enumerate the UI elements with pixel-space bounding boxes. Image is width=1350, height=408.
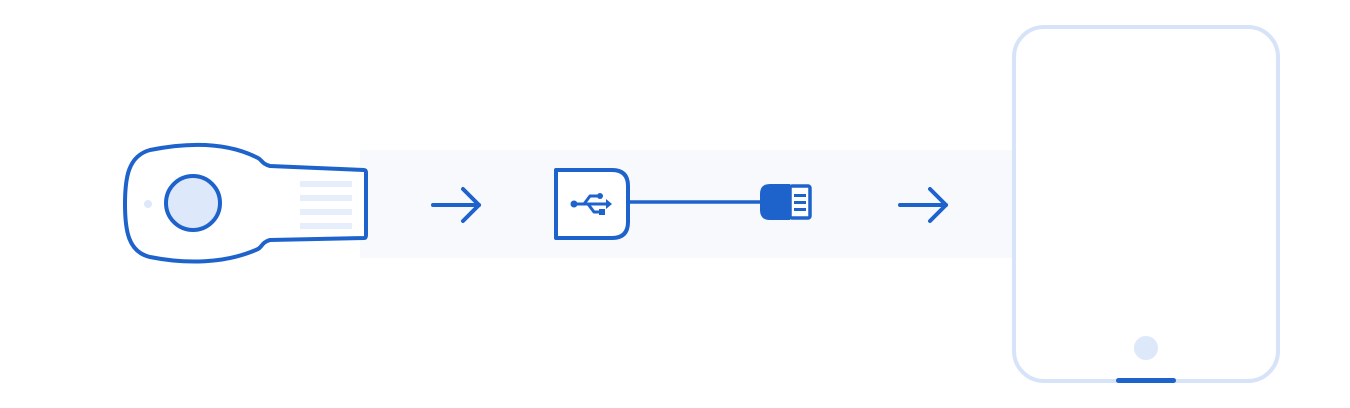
tablet-home-button xyxy=(1134,336,1158,360)
arrow-right-icon xyxy=(431,187,481,223)
tablet-body xyxy=(1012,25,1280,383)
key-contact-stripes xyxy=(300,181,352,229)
usb-adapter-cable-icon xyxy=(554,168,812,240)
arrow-right-icon xyxy=(898,187,948,223)
usb-symbol-icon xyxy=(570,193,612,215)
tablet-device-icon xyxy=(1012,25,1280,383)
usb-security-key-icon xyxy=(123,142,368,264)
security-key-body xyxy=(123,142,368,264)
usb-c-plug xyxy=(760,184,812,220)
tablet-charging-port xyxy=(1116,378,1176,383)
key-ring-hole xyxy=(144,200,152,208)
key-touch-button xyxy=(164,174,222,232)
